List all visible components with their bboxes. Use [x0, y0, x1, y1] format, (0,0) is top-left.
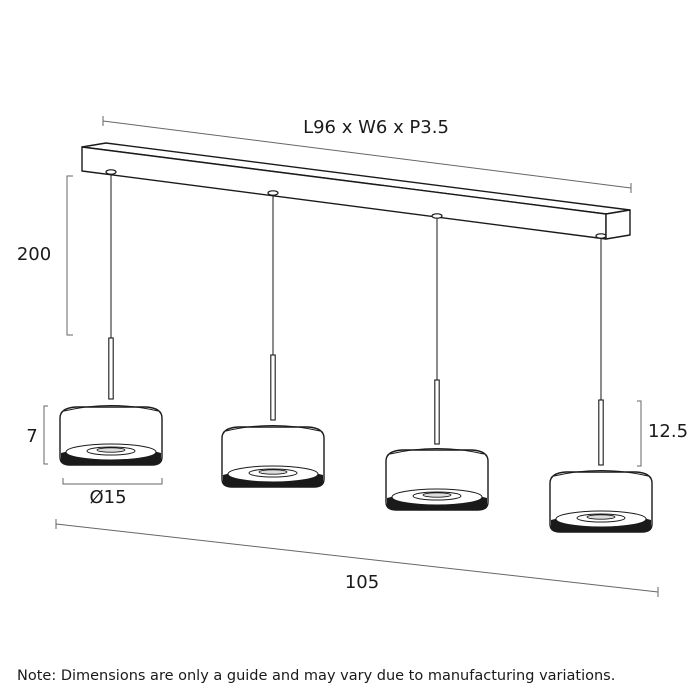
shade-height-label: 7	[26, 426, 37, 447]
canopy-dimension-label: L96 x W6 x P3.5	[303, 117, 449, 138]
total-length-line	[55, 519, 659, 597]
pendants	[59, 169, 653, 533]
pendant-4	[549, 233, 653, 533]
diameter-bracket	[62, 478, 163, 485]
pendant-1	[59, 169, 163, 466]
pendant-3	[385, 213, 489, 511]
total-length-label: 105	[345, 572, 379, 593]
canopy-bar	[81, 142, 631, 240]
dimensions-note: Note: Dimensions are only a guide and ma…	[17, 668, 616, 684]
pendant-2	[221, 190, 325, 488]
total-height-bracket	[637, 400, 642, 467]
drop-height-bracket	[66, 175, 73, 336]
shade-height-bracket	[43, 405, 48, 465]
canopy-dimension-line	[102, 120, 632, 189]
drop-height-label: 200	[17, 244, 51, 265]
total-height-label: 12.5	[648, 421, 688, 442]
diameter-label: Ø15	[89, 487, 126, 508]
